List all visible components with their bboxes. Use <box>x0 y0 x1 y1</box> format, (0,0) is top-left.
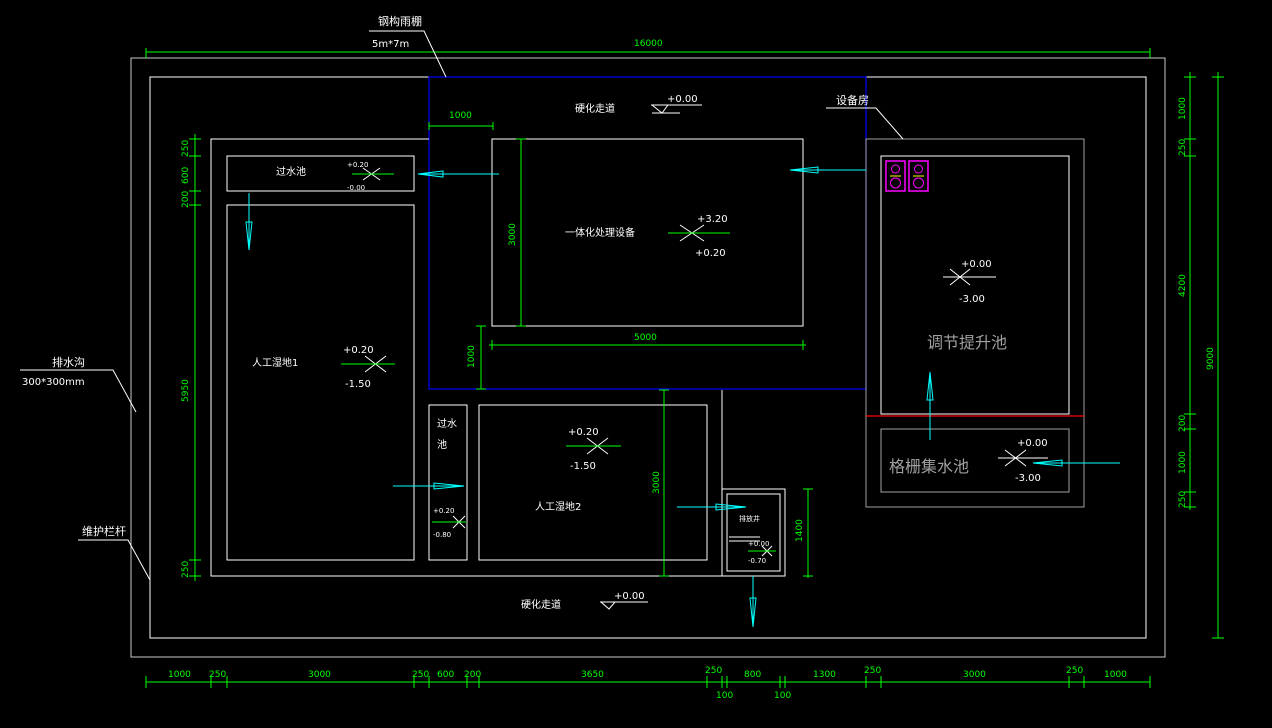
level-equipment-low: +0.20 <box>695 248 726 259</box>
level-regulating-high: +0.00 <box>961 259 992 270</box>
flow-arrows <box>245 166 1120 628</box>
canopy-name-label: 钢构雨棚 <box>378 14 422 28</box>
filter-pool-mid-label: 池 <box>437 438 447 451</box>
level-wetland1-high: +0.20 <box>343 345 374 356</box>
dim-bottom-seg: 250 <box>864 666 881 676</box>
level-well-high: +0.00 <box>748 540 769 548</box>
dim-bottom-seg: 600 <box>437 670 454 680</box>
dim-right-seg: 1000 <box>1178 451 1188 474</box>
dim-left-seg: 600 <box>181 167 191 184</box>
dim-left-seg: 250 <box>181 561 191 578</box>
regulating-tank-label: 调节提升池 <box>927 333 1007 352</box>
equipment-room-outline <box>865 138 1085 508</box>
pump-icon <box>908 160 929 192</box>
discharge-well-label: 排放井 <box>739 514 760 523</box>
dim-right-total: 9000 <box>1206 347 1216 370</box>
level-filter-top-high: +0.20 <box>347 161 368 169</box>
level-filter-mid-high: +0.20 <box>433 507 454 515</box>
dim-bottom-seg: 200 <box>464 670 481 680</box>
level-top-path: +0.00 <box>667 94 698 105</box>
dim-bottom-seg: 1000 <box>168 670 191 680</box>
dim-canopy-top-1000: 1000 <box>449 111 472 121</box>
dim-bottom-seg: 250 <box>209 670 226 680</box>
dim-bottom-seg: 250 <box>412 670 429 680</box>
valve-icon <box>341 167 1048 557</box>
wetland-2-label: 人工湿地2 <box>535 500 581 513</box>
dim-top-total: 16000 <box>634 39 663 49</box>
level-wetland1-low: -1.50 <box>345 379 371 390</box>
dim-bottom-seg: 3000 <box>308 670 331 680</box>
dim-right-seg: 250 <box>1178 139 1188 156</box>
wetland-1-box <box>226 204 415 561</box>
dim-wetland2-3000: 3000 <box>652 471 662 494</box>
drain-inner-boundary <box>149 76 1147 639</box>
level-regulating-low: -3.00 <box>959 294 985 305</box>
filter-pool-top-label: 过水池 <box>276 165 306 178</box>
discharge-well-inner <box>726 493 781 572</box>
level-marker-icon <box>600 601 648 610</box>
level-marker-icon <box>651 104 702 114</box>
filter-pool-mid <box>428 404 468 561</box>
drain-name-label: 排水沟 <box>52 355 85 369</box>
level-wetland2-low: -1.50 <box>570 461 596 472</box>
canopy-size-label: 5m*7m <box>372 39 409 50</box>
dim-left-seg: 200 <box>181 191 191 208</box>
fence-label: 维护栏杆 <box>82 524 126 538</box>
level-filter-mid-low: -0.80 <box>433 531 451 539</box>
level-wetland2-high: +0.20 <box>568 427 599 438</box>
pump-icon <box>885 160 906 192</box>
dim-right-seg: 200 <box>1178 415 1188 432</box>
dim-bottom-seg: 800 <box>744 670 761 680</box>
level-grille-low: -3.00 <box>1015 473 1041 484</box>
equipment-box <box>491 138 804 327</box>
dim-bottom-seg: 3650 <box>581 670 604 680</box>
level-grille-high: +0.00 <box>1017 438 1048 449</box>
dim-left-seg: 5950 <box>181 379 191 402</box>
dim-equipment-5000: 5000 <box>634 333 657 343</box>
dimension-lines <box>145 48 1224 688</box>
dim-left-seg: 250 <box>181 140 191 157</box>
level-equipment-high: +3.20 <box>697 214 728 225</box>
dim-bottom-seg: 250 <box>705 666 722 676</box>
dim-bottom-seg: 1300 <box>813 670 836 680</box>
grille-tank-label: 格栅集水池 <box>889 457 969 476</box>
wetland-2-box <box>478 404 708 561</box>
dim-right-seg: 4200 <box>1178 274 1188 297</box>
dim-bottom-seg: 1000 <box>1104 670 1127 680</box>
dim-bottom-seg: 3000 <box>963 670 986 680</box>
grille-tank-box <box>880 428 1070 493</box>
dim-right-seg: 1000 <box>1178 97 1188 120</box>
dim-bottom-sub: 100 <box>774 691 791 701</box>
wetland-1-label: 人工湿地1 <box>252 356 298 369</box>
top-path-label: 硬化走道 <box>575 102 615 115</box>
fence-outer-boundary <box>130 57 1166 658</box>
dim-right-seg: 250 <box>1178 491 1188 508</box>
level-well-low: -0.70 <box>748 557 766 565</box>
equipment-label: 一体化处理设备 <box>565 226 635 239</box>
dim-equipment-3000: 3000 <box>508 223 518 246</box>
bottom-path-label: 硬化走道 <box>521 598 561 611</box>
dim-bottom-seg: 250 <box>1066 666 1083 676</box>
level-bottom-path: +0.00 <box>614 591 645 602</box>
level-filter-top-low: -0.00 <box>347 184 365 192</box>
dim-well-1400: 1400 <box>795 519 805 542</box>
filter-pool-top <box>226 155 415 192</box>
filter-pool-mid-label: 过水 <box>437 417 457 430</box>
dim-bottom-sub: 100 <box>716 691 733 701</box>
regulating-tank-box <box>880 155 1070 415</box>
leader-lines <box>20 30 904 581</box>
dim-canopy-left-1000: 1000 <box>467 345 477 368</box>
drain-size-label: 300*300mm <box>22 377 85 388</box>
equipment-room-label: 设备房 <box>836 93 869 107</box>
